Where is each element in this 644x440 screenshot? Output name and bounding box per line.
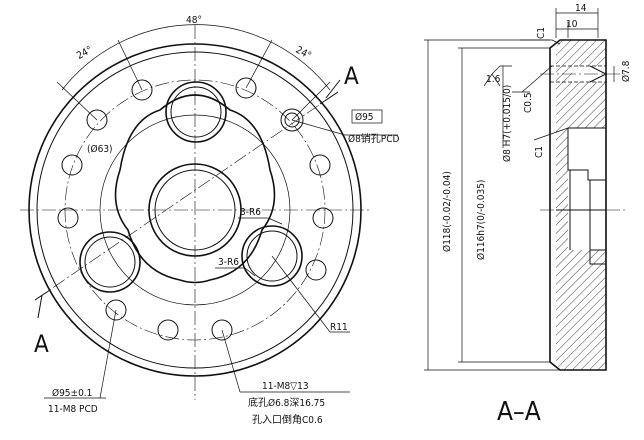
surface-finish-label: 1.6: [486, 74, 501, 85]
bolt-hole: [309, 154, 331, 176]
thread-note-leader: [221, 329, 241, 393]
dim-14-label: 14: [575, 3, 587, 14]
c1-top-label: C1: [536, 27, 547, 39]
angle-24-left-label: 24°: [75, 45, 94, 62]
m8-pcd-label: 11-M8 PCD: [48, 404, 98, 415]
bolt-hole: [312, 207, 334, 229]
c1-mid-label: C1: [534, 146, 545, 158]
hatch-right: [590, 250, 606, 370]
angle-ext-line: [245, 39, 273, 89]
thread-note-line-2: 底孔Ø6.8深16.75: [248, 396, 325, 409]
dia-63-label: (Ø63): [87, 143, 113, 155]
bolt-hole: [211, 319, 233, 341]
pcd-95-tol-label: Ø95±0.1: [52, 387, 92, 399]
inner-dia-63-circle: [99, 114, 291, 306]
section-title: A–A: [497, 397, 541, 427]
phi-7-8-label: Ø7.8: [620, 60, 632, 82]
radius-bottom-label: 3-R6: [218, 257, 239, 268]
section-cut-line: [34, 91, 339, 301]
c1-mid-leader: [533, 127, 569, 141]
angle-48-label: 48°: [186, 15, 202, 26]
lobe-hole-left: [79, 231, 141, 293]
hatch-top: [556, 40, 606, 210]
m8-pcd-leader: [99, 309, 117, 399]
r11-leader: [271, 255, 331, 333]
phi-118-label: Ø118(-0.02/-0.04): [441, 171, 453, 252]
section-label-top: A: [344, 62, 359, 90]
lobe-hole-top: [165, 81, 227, 143]
bolt-hole: [57, 207, 79, 229]
radius-top-leader: [267, 217, 283, 225]
hatch-bottom: [556, 210, 590, 370]
lobe-hole-right-inner: [246, 230, 298, 282]
bolt-hole: [105, 299, 127, 321]
bolt-hole: [157, 319, 179, 341]
bolt-hole: [86, 109, 108, 131]
radius-top-label: 3-R6: [240, 207, 261, 218]
outer-chamfer-circle: [36, 51, 354, 369]
angle-ext-line: [56, 81, 98, 121]
pcd-95-box: [351, 109, 383, 124]
angle-ext-line: [117, 39, 143, 91]
section-arrow-top: [319, 91, 339, 105]
section-arrow-top-head: [325, 79, 341, 99]
surface-finish-symbol: [483, 65, 512, 87]
phi-116-label: Ø116h7(0/-0.035): [475, 180, 487, 260]
lobe-hole-top-inner: [170, 86, 222, 138]
pin-pcd-leader: [291, 119, 346, 136]
pin-hole: [280, 108, 304, 132]
lobe-hole-left-inner: [84, 236, 136, 288]
c0-5-leader: [521, 65, 553, 93]
center-bore-outer: [148, 163, 242, 257]
phi-8-h7-label: Ø8 H7(+0.015/0): [501, 85, 513, 162]
pin-pcd-label: Ø8销孔PCD: [348, 132, 400, 145]
front-view: 48° 24° 24° A A Ø95 Ø8销孔PCD (Ø63) 3-R6 3…: [20, 15, 400, 426]
section-arrow-bottom-head: [37, 294, 43, 319]
angle-24-right-label: 24°: [294, 45, 313, 62]
tri-lobe-pocket: [114, 94, 276, 284]
pcd-95-box-label: Ø95: [355, 111, 374, 123]
bolt-holes: [57, 77, 334, 341]
lobe-hole-right: [241, 225, 303, 287]
section-label-bottom: A: [34, 330, 49, 358]
bolt-hole: [131, 79, 153, 101]
c0-5-label: C0.5: [523, 92, 534, 113]
thread-note-line-1: 11-M8▽13: [262, 381, 309, 392]
radius-bottom-leader: [244, 267, 256, 277]
angle-arc: [61, 24, 331, 91]
bolt-hole: [61, 154, 83, 176]
bolt-hole: [235, 77, 257, 99]
inner-step-lower: [589, 249, 606, 265]
outer-circle: [28, 43, 362, 377]
angle-ext-line: [291, 81, 331, 121]
section-arrow-bottom: [34, 289, 51, 301]
r11-label: R11: [330, 322, 348, 333]
bolt-pcd-circle: [64, 79, 326, 341]
thread-note-line-3: 孔入口倒角C0.6: [252, 414, 323, 426]
bolt-hole: [305, 259, 327, 281]
dim-10-label: 10: [566, 19, 578, 30]
inner-step: [567, 127, 606, 181]
section-view: 14 10 C1 1.6 Ø7.8 C0.5: [424, 3, 632, 427]
center-bore-inner: [154, 169, 236, 251]
pin-hole-inner: [284, 112, 300, 128]
